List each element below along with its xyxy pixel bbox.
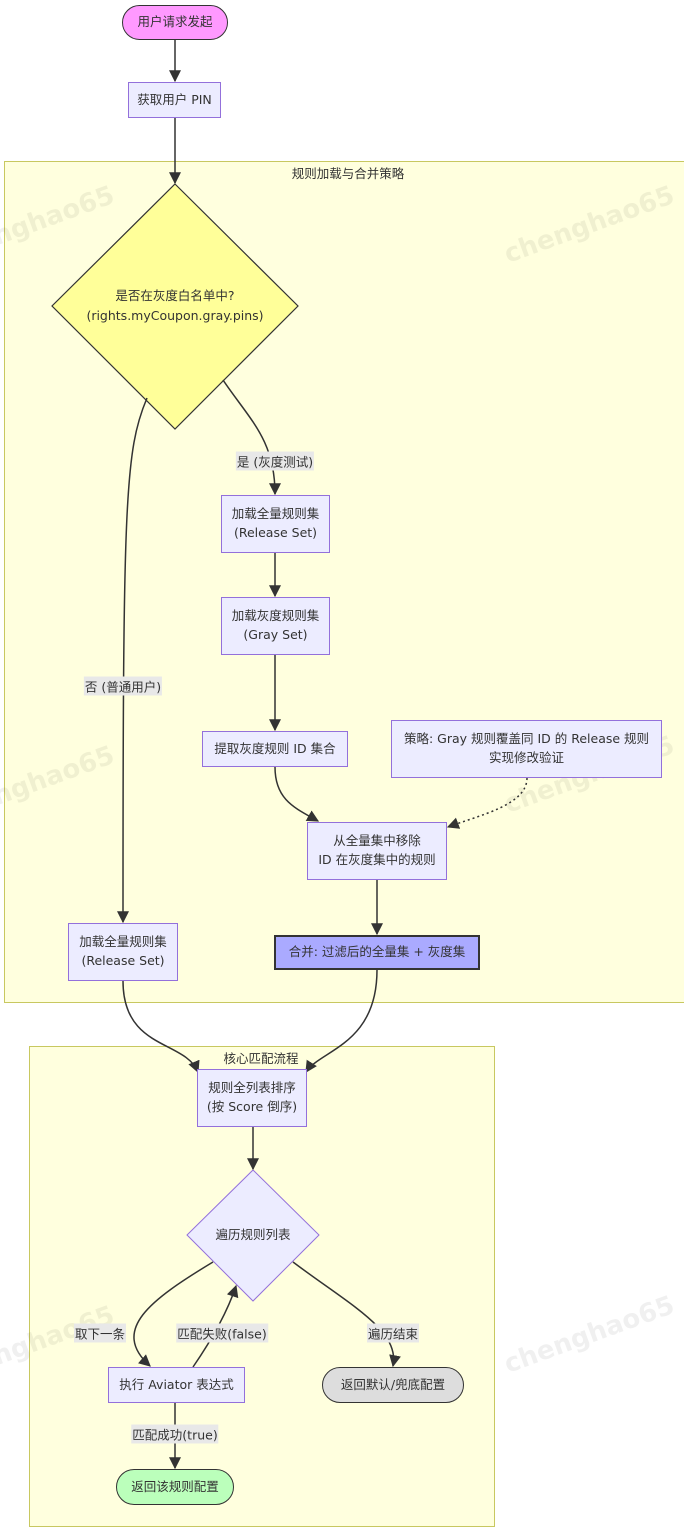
load-gray-node: 加载灰度规则集 (Gray Set) bbox=[221, 597, 330, 655]
exec-node: 执行 Aviator 表达式 bbox=[108, 1367, 245, 1403]
get-pin-node: 获取用户 PIN bbox=[128, 82, 221, 118]
iterate-shape bbox=[186, 1169, 320, 1302]
edge-label-no: 否 (普通用户) bbox=[83, 676, 163, 696]
subgraph-load-merge-title: 规则加载与合并策略 bbox=[291, 166, 405, 181]
edge-note-remove bbox=[446, 777, 528, 829]
strategy-note: 策略: Gray 规则覆盖同 ID 的 Release 规则 实现修改验证 bbox=[391, 720, 662, 778]
edge-no bbox=[117, 397, 148, 924]
edge-label-next: 取下一条 bbox=[73, 1323, 127, 1343]
edge-extract-remove bbox=[274, 766, 320, 822]
edge-label-fail: 匹配失败(false) bbox=[176, 1323, 268, 1343]
return-rule-node: 返回该规则配置 bbox=[116, 1469, 234, 1505]
edge-merge-sort bbox=[305, 969, 378, 1074]
edge-label-yes: 是 (灰度测试) bbox=[235, 451, 315, 471]
edge-label-end: 遍历结束 bbox=[366, 1323, 420, 1343]
return-default-node: 返回默认/兜底配置 bbox=[322, 1367, 464, 1403]
edge-end bbox=[292, 1261, 401, 1368]
sort-node: 规则全列表排序 (按 Score 倒序) bbox=[197, 1069, 307, 1127]
extract-ids-node: 提取灰度规则 ID 集合 bbox=[202, 731, 348, 767]
decision-gray-text: 是否在灰度白名单中? (rights.myCoupon.gray.pins) bbox=[86, 288, 264, 323]
iterate-text: 遍历规则列表 bbox=[215, 1227, 291, 1242]
start-node: 用户请求发起 bbox=[122, 5, 228, 40]
decision-gray-shape bbox=[51, 183, 299, 430]
merge-node: 合并: 过滤后的全量集 + 灰度集 bbox=[274, 935, 480, 970]
edge-label-success: 匹配成功(true) bbox=[131, 1424, 219, 1444]
subgraph-core-match-title: 核心匹配流程 bbox=[223, 1051, 299, 1066]
edge-normal-sort bbox=[122, 980, 200, 1074]
edge-next bbox=[133, 1261, 214, 1367]
load-release-normal-node: 加载全量规则集 (Release Set) bbox=[68, 923, 178, 981]
edge-yes bbox=[222, 379, 281, 496]
remove-node: 从全量集中移除 ID 在灰度集中的规则 bbox=[307, 822, 447, 880]
load-release-gray-node: 加载全量规则集 (Release Set) bbox=[221, 495, 330, 553]
